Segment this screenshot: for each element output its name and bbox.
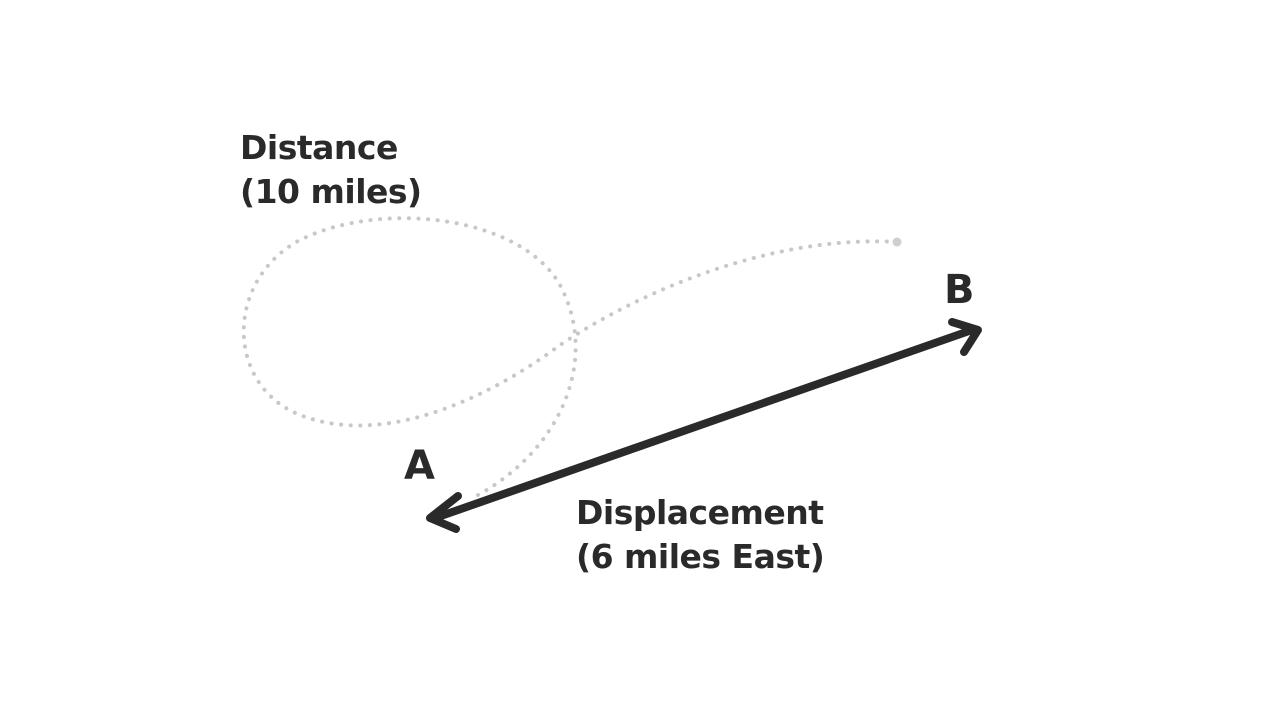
point-b-label: B	[944, 267, 975, 313]
distance-path	[241, 216, 900, 497]
arrowhead-b	[948, 318, 982, 356]
path-end-dot	[892, 237, 902, 247]
distance-label: Distance (10 miles)	[240, 126, 422, 214]
displacement-title: Displacement	[576, 493, 824, 532]
distance-value: (10 miles)	[240, 172, 422, 211]
displacement-label: Displacement (6 miles East)	[576, 491, 825, 579]
displacement-value: (6 miles East)	[576, 537, 825, 576]
point-a-label: A	[404, 443, 435, 489]
displacement-arrow-shaft	[434, 326, 976, 521]
arrowhead-a	[426, 492, 462, 533]
distance-title: Distance	[240, 128, 398, 167]
